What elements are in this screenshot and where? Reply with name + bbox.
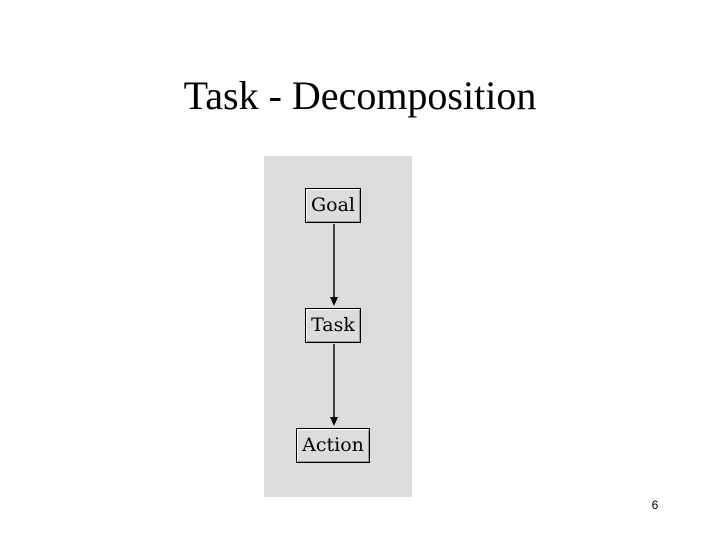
decomposition-diagram: Goal Task Action xyxy=(264,156,412,497)
node-goal: Goal xyxy=(305,188,361,223)
arrow-task-to-action xyxy=(330,344,338,426)
page-number: 6 xyxy=(651,498,659,512)
slide-title: Task - Decomposition xyxy=(183,73,537,118)
arrow-goal-to-task xyxy=(330,224,338,306)
node-action: Action xyxy=(296,428,370,463)
diagram-arrows xyxy=(330,224,338,426)
node-task: Task xyxy=(305,308,361,343)
